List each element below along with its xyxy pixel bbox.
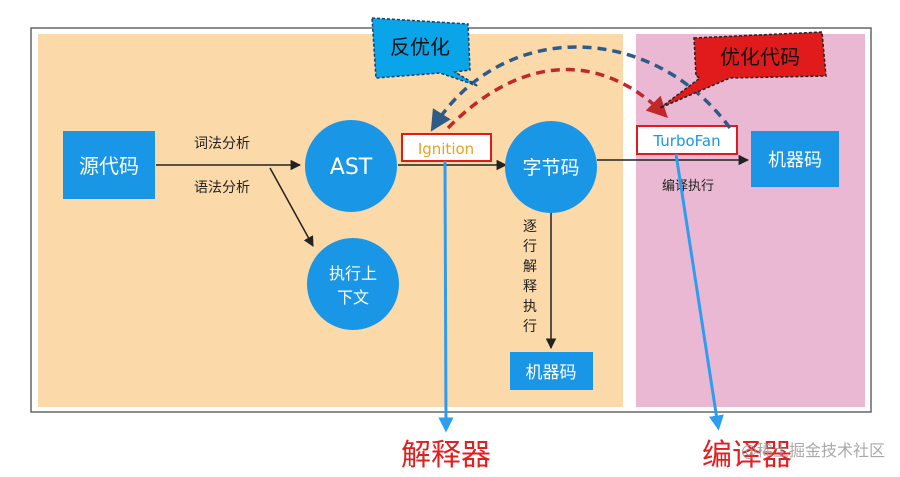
machine-code-bottom-label: 机器码 bbox=[526, 363, 577, 383]
execution-context-line1: 执行上 bbox=[329, 264, 377, 283]
optimize-callout-shape bbox=[659, 31, 827, 109]
lexical-analysis-label: 词法分析 bbox=[194, 136, 250, 152]
compiler-region bbox=[636, 34, 865, 407]
interpret-char-6: 行 bbox=[523, 319, 537, 335]
machine-code-right-label: 机器码 bbox=[768, 150, 822, 171]
execution-context-node bbox=[307, 238, 399, 330]
interpret-char-5: 执 bbox=[523, 299, 537, 315]
deopt-callout: 反优化 bbox=[371, 17, 479, 87]
compiler-label: 编译器 bbox=[702, 438, 792, 473]
source-code-label: 源代码 bbox=[79, 154, 139, 178]
watermark: @稀土掘金技术社区 bbox=[741, 441, 885, 460]
ast-node bbox=[305, 120, 397, 212]
interpreter-region bbox=[38, 34, 623, 407]
ignition-label: Ignition bbox=[418, 140, 474, 158]
source-code-node bbox=[63, 131, 155, 199]
deopt-callout-shape bbox=[371, 17, 479, 87]
ignition-box bbox=[401, 133, 492, 162]
machine-code-right-node bbox=[751, 131, 839, 187]
interpreter-pointer bbox=[438, 160, 454, 433]
bytecode-node bbox=[505, 121, 597, 213]
turbofan-label: TurboFan bbox=[652, 132, 720, 150]
execution-context-line2: 下文 bbox=[337, 288, 369, 307]
turbofan-box bbox=[636, 125, 738, 155]
deopt-callout-text: 反优化 bbox=[390, 35, 450, 59]
interpret-char-3: 解 bbox=[523, 259, 537, 275]
optimize-arrow bbox=[446, 67, 668, 130]
ast-label: AST bbox=[330, 155, 373, 180]
interpret-char-2: 行 bbox=[523, 239, 537, 255]
compile-execute-label: 编译执行 bbox=[662, 179, 714, 194]
optimize-callout-text: 优化代码 bbox=[720, 45, 800, 69]
interpreter-label: 解释器 bbox=[401, 438, 491, 473]
arrow-to-context bbox=[269, 167, 314, 247]
interpret-line-by-line-label: 逐 行 解 释 执 行 bbox=[523, 219, 537, 335]
interpret-char-1: 逐 bbox=[523, 219, 537, 235]
interpret-char-4: 释 bbox=[523, 279, 537, 295]
syntax-analysis-label: 语法分析 bbox=[194, 180, 250, 196]
optimize-callout: 优化代码 bbox=[659, 31, 827, 109]
machine-code-bottom-node bbox=[510, 352, 593, 390]
bytecode-label: 字节码 bbox=[522, 157, 579, 179]
compiler-pointer bbox=[674, 153, 724, 431]
